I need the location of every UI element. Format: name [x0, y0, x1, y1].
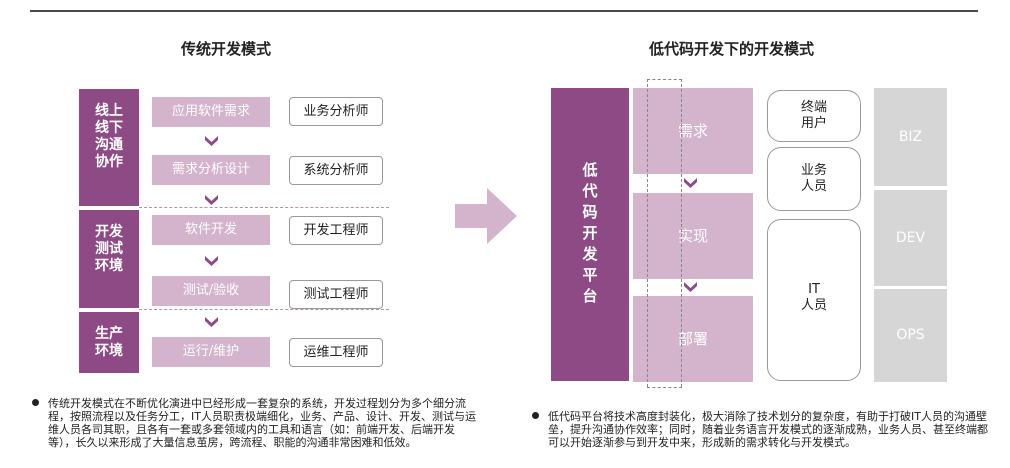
chevron-down-icon [205, 195, 218, 205]
flow-dashed-frame [647, 79, 682, 387]
rstep-implementation: 实现 [633, 193, 753, 279]
phase-production: 生产 环境 [79, 312, 139, 373]
phase-dev-test: 开发 测试 环境 [79, 210, 139, 308]
platform-label-char: 平 [582, 266, 598, 284]
pill-label: IT 人员 [800, 282, 827, 313]
pill-label: 业务 人员 [800, 163, 827, 194]
phase-label: 生产 环境 [95, 326, 123, 359]
pill-business-staff: 业务 人员 [767, 147, 861, 211]
flow-dashed-bottom [647, 387, 682, 388]
left-bullet-text: 传统开发模式在不断优化演进中已经形成一套复杂的系统，开发过程划分为多个细分流程，… [48, 397, 476, 449]
right-bullet: 低代码平台将技术高度封装化，极大消除了技术划分的复杂度，有助于打破IT人员的沟通… [532, 410, 992, 449]
phase-divider [139, 309, 389, 310]
rstep-requirements: 需求 [633, 88, 753, 174]
role-system-analyst: 系统分析师 [289, 156, 383, 185]
chevron-down-icon [684, 178, 697, 188]
bullet-dot-icon [32, 399, 39, 406]
pill-label: 终端 用户 [800, 100, 827, 131]
lowcode-platform-bar: 低代码开发平台 [551, 88, 629, 381]
chevron-down-icon [205, 136, 218, 146]
right-title: 低代码开发下的开发模式 [649, 40, 815, 58]
platform-label-char: 代 [582, 182, 598, 200]
rstep-deployment: 部署 [633, 296, 753, 382]
platform-label-char: 码 [582, 203, 598, 221]
platform-label-char: 发 [582, 245, 598, 263]
step-operations: 运行/维护 [152, 337, 270, 367]
step-software-dev: 软件开发 [152, 215, 270, 245]
ops-ops: OPS [874, 289, 947, 382]
chevron-down-icon [205, 256, 218, 266]
role-ops-engineer: 运维工程师 [289, 338, 383, 367]
ops-biz: BIZ [874, 88, 947, 186]
step-analysis-design: 需求分析设计 [152, 155, 270, 185]
phase-divider [139, 207, 389, 208]
step-test-accept: 测试/验收 [152, 276, 270, 306]
phase-label: 线上 线下 沟通 协作 [95, 103, 123, 170]
role-business-analyst: 业务分析师 [289, 97, 383, 126]
platform-label-char: 台 [582, 287, 598, 305]
platform-label: 低代码开发平台 [551, 88, 629, 307]
right-bullet-text: 低代码平台将技术高度封装化，极大消除了技术划分的复杂度，有助于打破IT人员的沟通… [548, 410, 988, 449]
platform-label-char: 开 [582, 224, 598, 242]
ops-dev: DEV [874, 190, 947, 286]
phase-online-offline: 线上 线下 沟通 协作 [79, 89, 139, 206]
chevron-down-icon [205, 317, 218, 327]
platform-label-char: 低 [582, 161, 598, 179]
left-bullet: 传统开发模式在不断优化演进中已经形成一套复杂的系统，开发过程划分为多个细分流程，… [32, 397, 477, 449]
chevron-down-icon [684, 282, 697, 292]
bullet-dot-icon [532, 412, 539, 419]
right-arrow-icon [455, 188, 517, 244]
top-divider [30, 10, 978, 12]
pill-it-staff: IT 人员 [767, 219, 861, 381]
pill-end-user: 终端 用户 [767, 90, 861, 142]
role-dev-engineer: 开发工程师 [289, 216, 383, 245]
step-requirements: 应用软件需求 [152, 97, 270, 127]
left-title: 传统开发模式 [181, 40, 272, 58]
role-test-engineer: 测试工程师 [289, 280, 383, 309]
phase-label: 开发 测试 环境 [95, 224, 123, 274]
